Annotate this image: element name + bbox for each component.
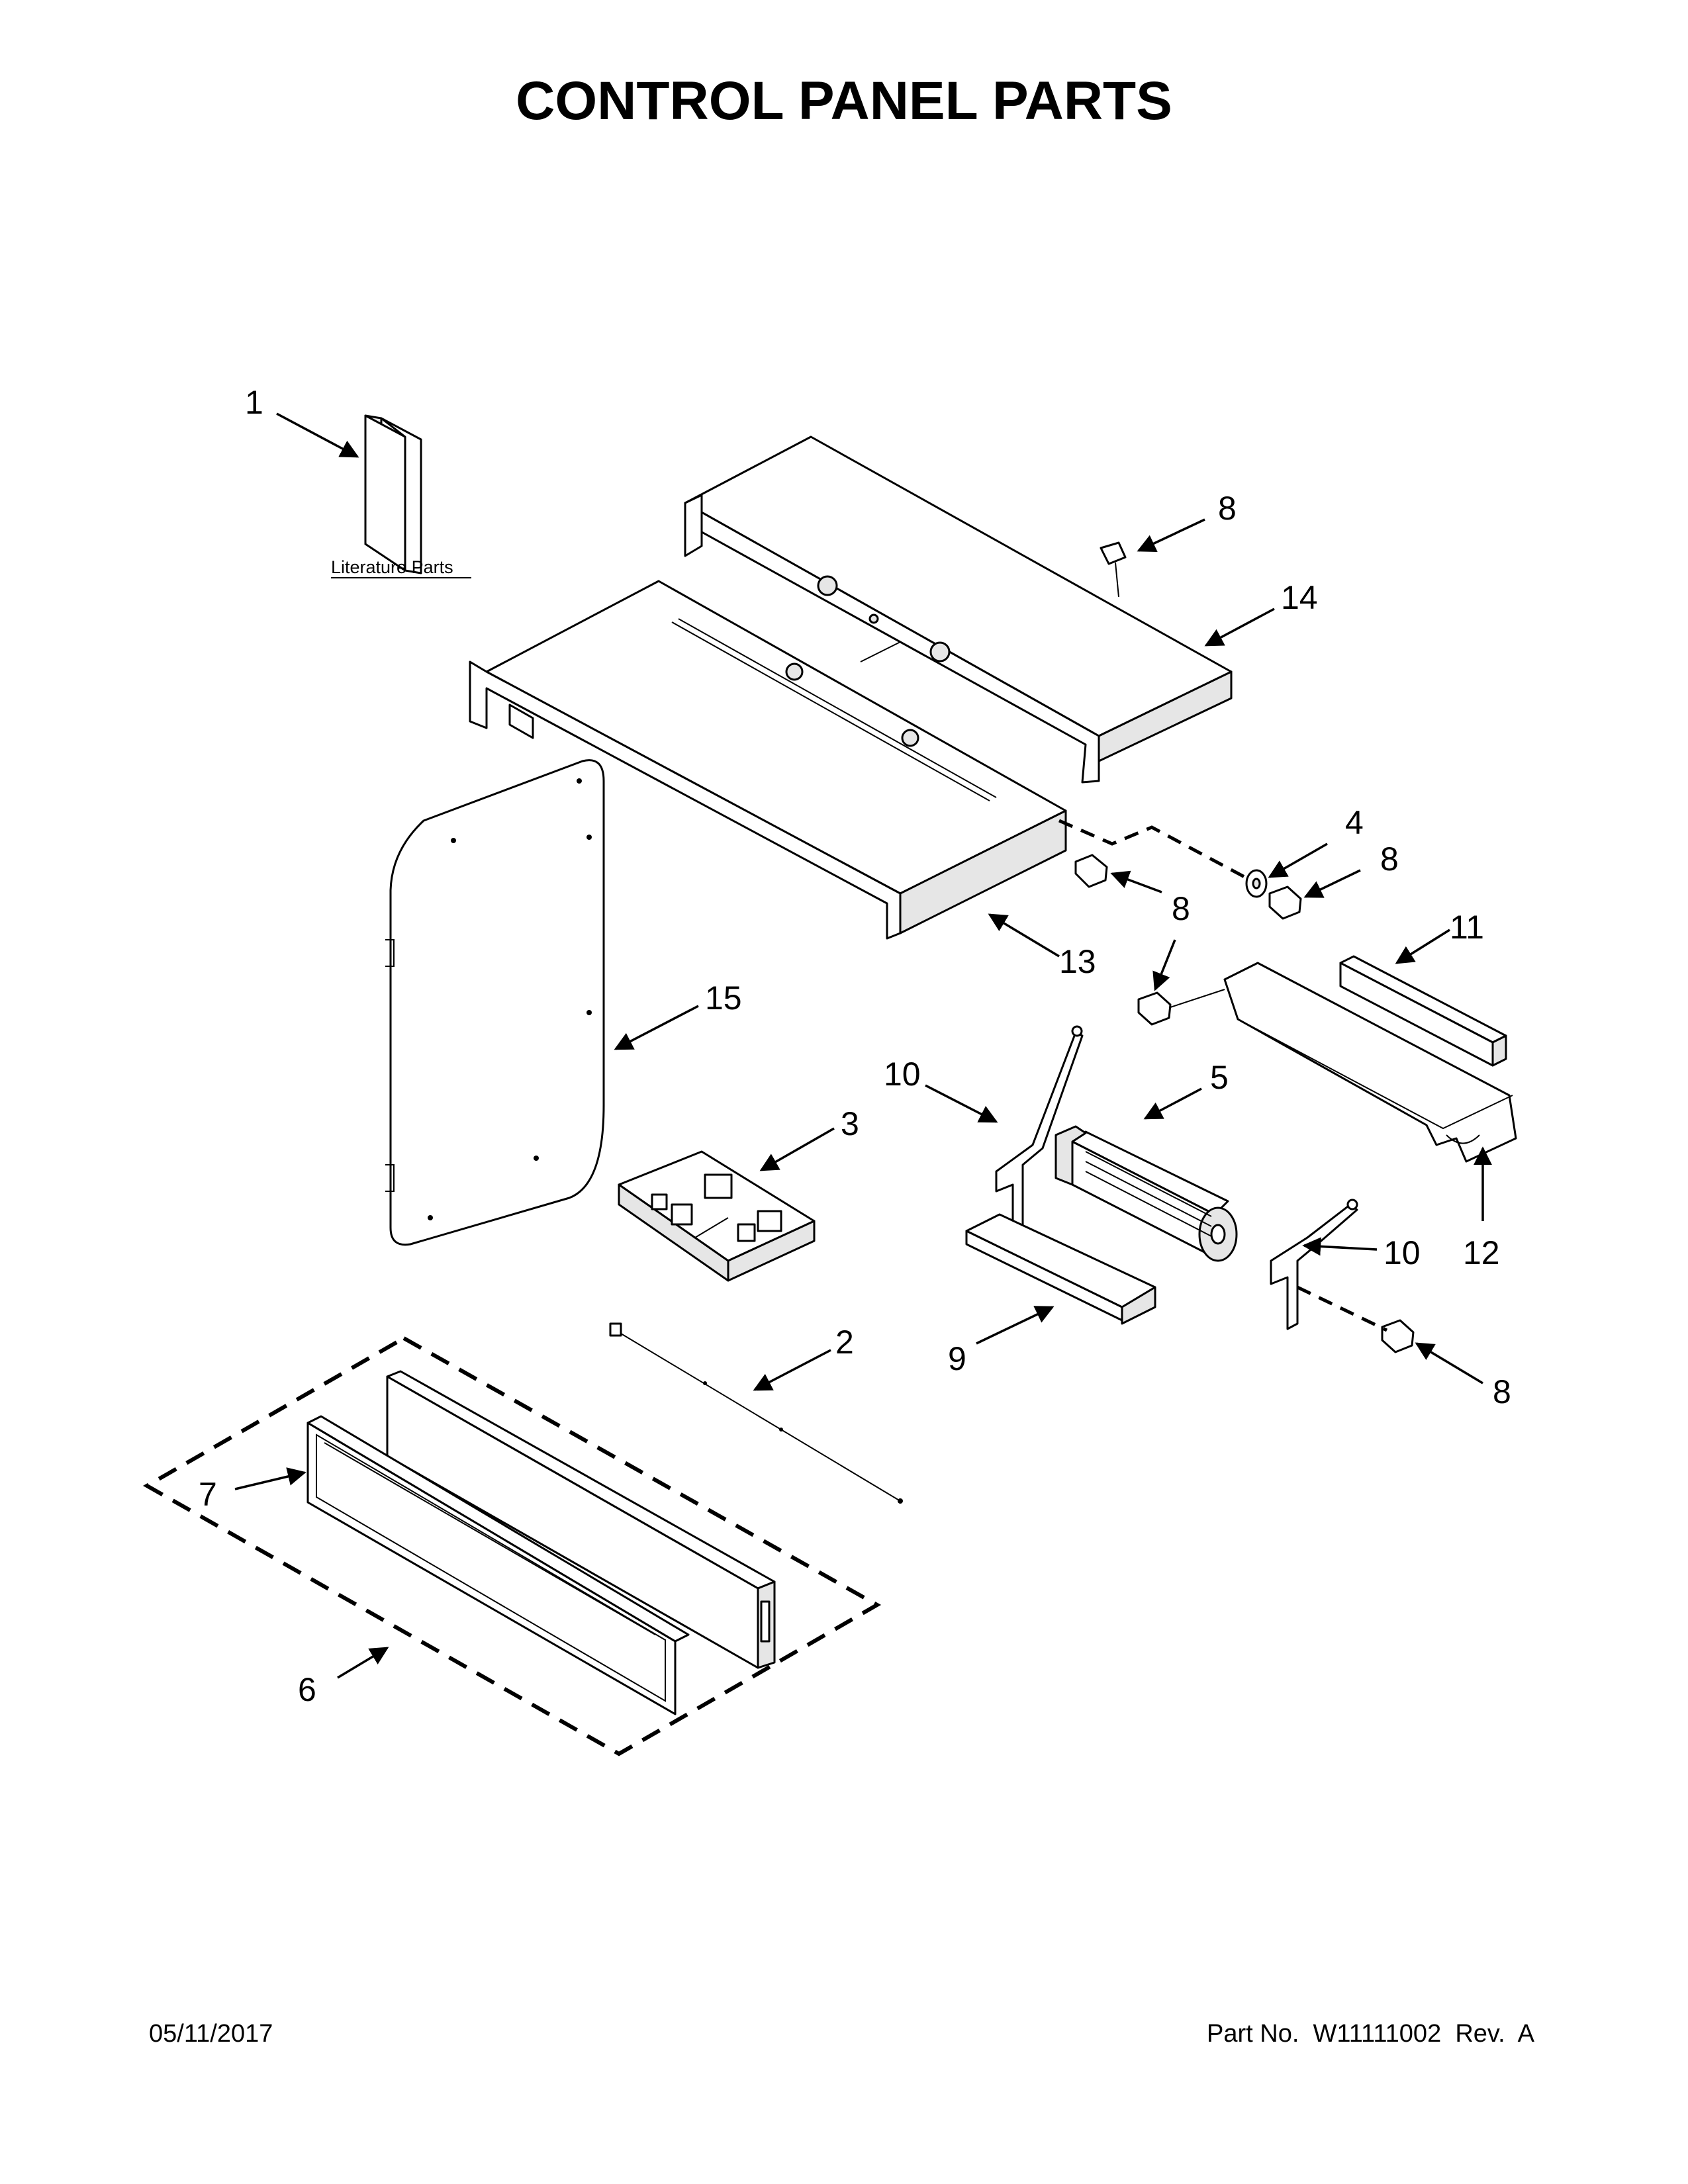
screw-panel-side (1074, 854, 1108, 888)
callout-11: 11 (1450, 909, 1484, 946)
leader-15 (614, 1005, 699, 1050)
callout-8-top: 8 (1218, 490, 1237, 527)
leader-10-right (1302, 1237, 1378, 1256)
leader-5 (1143, 1087, 1202, 1120)
callout-10-left: 10 (884, 1056, 921, 1093)
assembly-line-bracket (1296, 1285, 1388, 1332)
leader-8-bracket (1152, 939, 1176, 991)
leader-6 (337, 1647, 389, 1679)
callout-5: 5 (1210, 1059, 1229, 1096)
leader-4 (1268, 842, 1328, 878)
leader-3 (759, 1127, 835, 1171)
leader-14 (1204, 608, 1275, 647)
callout-7: 7 (199, 1476, 217, 1513)
callout-15: 15 (705, 979, 742, 1017)
side-access-panel (385, 759, 605, 1246)
wire-harness (609, 1322, 903, 1504)
control-panel-housing (386, 1370, 776, 1669)
electronic-control-board (618, 1150, 816, 1282)
callout-3: 3 (841, 1105, 859, 1142)
cooling-fan (1055, 1125, 1238, 1262)
footer-part-number: Part No. W11111002 Rev. A (1207, 2020, 1535, 2048)
leader-8-top (1137, 518, 1205, 552)
screw-lower-right (1381, 1319, 1415, 1353)
literature-parts-label: Literature Parts (331, 557, 453, 577)
leader-8-washer (1303, 869, 1361, 898)
leader-11 (1395, 929, 1450, 964)
group-outline (142, 1336, 882, 1756)
callout-1: 1 (245, 384, 263, 421)
foam-strip (1339, 955, 1507, 1067)
fan-shield (965, 1213, 1156, 1325)
callout-8-washer: 8 (1380, 841, 1399, 878)
callout-8-lower: 8 (1493, 1373, 1511, 1410)
callout-10-right: 10 (1383, 1234, 1421, 1271)
leader-2 (753, 1349, 831, 1391)
callout-2: 2 (835, 1324, 854, 1361)
leader-1 (276, 412, 359, 458)
glass-trim (306, 1415, 690, 1715)
leader-13 (988, 913, 1060, 958)
page-title: CONTROL PANEL PARTS (516, 71, 1172, 131)
callout-13: 13 (1059, 943, 1096, 980)
callout-4: 4 (1345, 804, 1364, 841)
screw-washer (1268, 886, 1302, 920)
fan-bracket-right (1270, 1199, 1358, 1330)
upper-control-panel (684, 435, 1233, 784)
callout-6: 6 (298, 1671, 316, 1708)
literature-book (364, 414, 422, 574)
support-bracket (1223, 962, 1517, 1163)
leader-7 (234, 1467, 306, 1490)
leader-9 (976, 1306, 1055, 1345)
screw-bracket (1137, 989, 1225, 1026)
footer-date: 05/11/2017 (149, 2020, 273, 2048)
washer-hole (1252, 878, 1261, 889)
screw-top (1100, 541, 1127, 598)
callout-14: 14 (1281, 579, 1318, 616)
leader-8-lower (1415, 1342, 1483, 1385)
callout-12: 12 (1463, 1234, 1500, 1271)
callout-9: 9 (948, 1340, 966, 1377)
assembly-line-top (1058, 819, 1246, 879)
leader-8-panel (1110, 870, 1162, 893)
fan-bracket-left (995, 1025, 1084, 1239)
main-control-panel (469, 580, 1067, 940)
leader-10-left (925, 1084, 998, 1123)
callout-8-bracket: 8 (1172, 890, 1190, 927)
